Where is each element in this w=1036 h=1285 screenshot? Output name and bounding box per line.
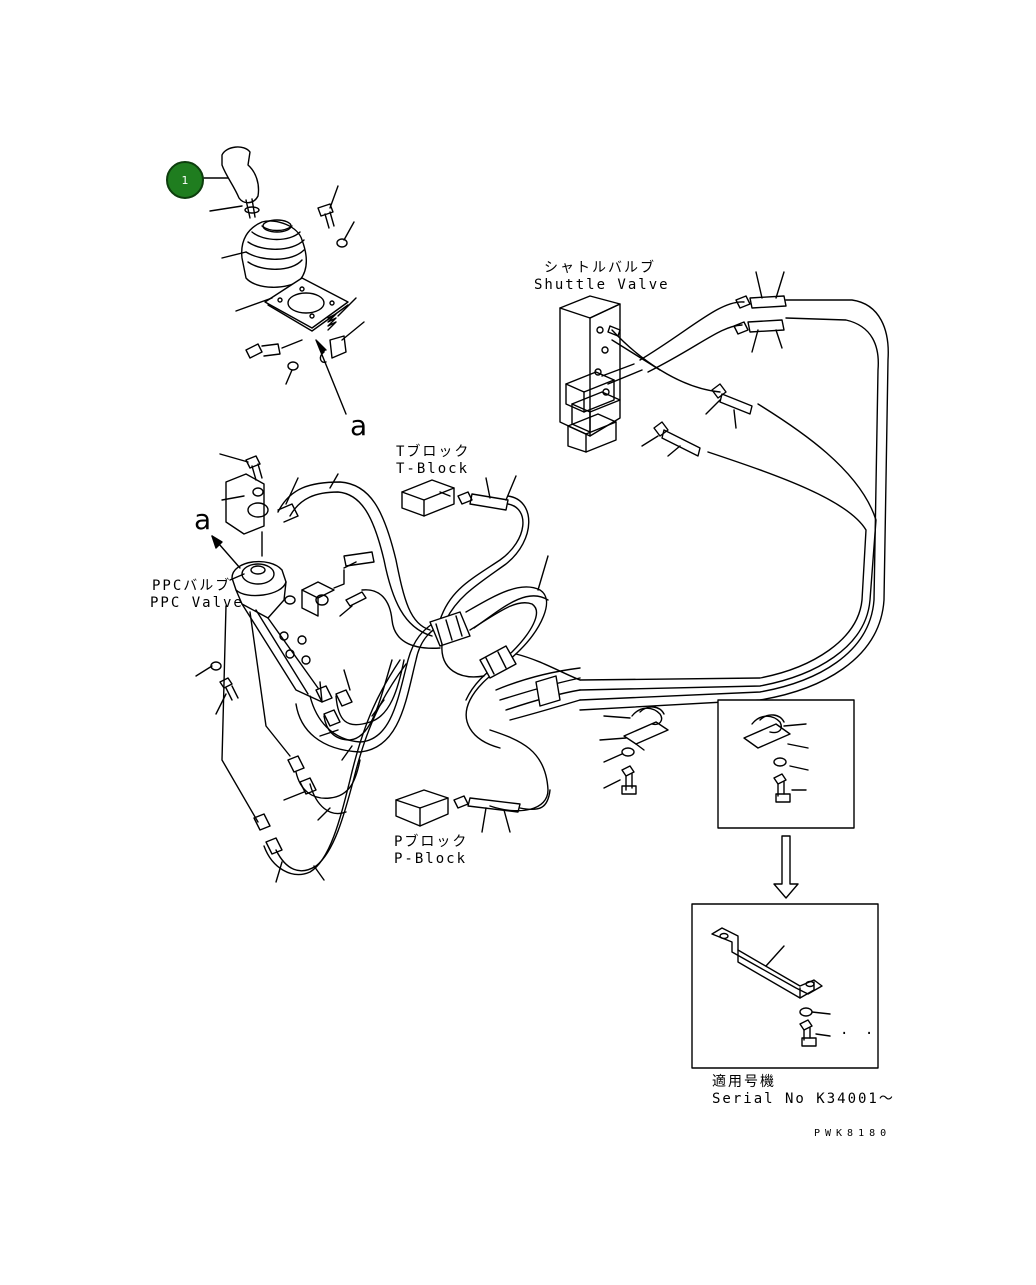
- p-block: [395, 789, 551, 833]
- ppc-valve: [195, 453, 375, 715]
- clamp-parts: [599, 706, 669, 795]
- control-lever-assembly: [203, 146, 365, 415]
- ppc-valve-label-en: PPC Valve: [150, 595, 244, 611]
- detail-box-clamp: [717, 699, 855, 829]
- shuttle-valve-label-jp: シャトルバルブ: [544, 260, 656, 276]
- t-block: [401, 475, 530, 621]
- t-block-label-jp: Tブロック: [396, 444, 471, 460]
- shuttle-valve-label-en: Shuttle Valve: [534, 277, 670, 293]
- p-block-label-en: P-Block: [394, 851, 468, 867]
- ppc-hoses: [221, 481, 441, 883]
- p-block-label-jp: Pブロック: [394, 834, 469, 850]
- drawing-code: PWK8180: [814, 1128, 892, 1139]
- arrow-down: [773, 835, 799, 899]
- callout-1[interactable]: 1: [166, 161, 204, 199]
- view-a-label-left: a: [194, 503, 212, 536]
- serial-label-jp: 適用号機: [712, 1074, 776, 1090]
- detail-box-bracket: [691, 903, 879, 1069]
- hose-bundle: [429, 555, 581, 812]
- serial-label-en: Serial No K34001〜: [712, 1091, 895, 1107]
- pilot-hoses-right: [579, 271, 889, 711]
- ppc-valve-label-jp: PPCバルブ: [152, 578, 232, 594]
- t-block-label-en: T-Block: [396, 461, 470, 477]
- shuttle-valve: [559, 295, 643, 453]
- view-a-label-top: a: [350, 409, 368, 442]
- dots-note: . .: [840, 1022, 878, 1038]
